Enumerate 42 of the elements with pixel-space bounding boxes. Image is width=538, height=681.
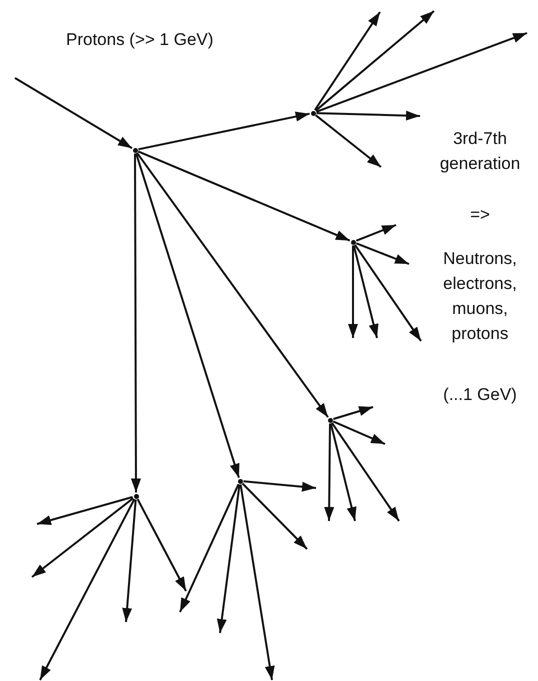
note-text: Neutrons, electrons, muons, protons bbox=[442, 248, 518, 345]
vertex-dot bbox=[350, 240, 356, 244]
vertex-dot bbox=[132, 148, 138, 152]
vertex-dot bbox=[310, 110, 316, 116]
arrow bbox=[138, 112, 310, 150]
arrow bbox=[333, 406, 374, 420]
arrow bbox=[348, 246, 358, 338]
arrow bbox=[36, 496, 133, 525]
arrow bbox=[356, 224, 396, 242]
arrow bbox=[352, 245, 378, 338]
note-text: (...1 GeV) bbox=[442, 384, 518, 406]
note-text: => bbox=[469, 204, 491, 226]
arrow bbox=[316, 32, 528, 113]
arrow bbox=[31, 497, 134, 578]
arrow bbox=[179, 484, 240, 612]
arrow bbox=[331, 422, 400, 522]
arrow bbox=[315, 114, 382, 168]
arrow bbox=[14, 77, 133, 150]
arrow bbox=[122, 499, 137, 622]
note-text: 3rd-7th generation bbox=[438, 128, 522, 175]
vertex-dot bbox=[328, 418, 332, 422]
arrow bbox=[243, 480, 316, 492]
arrow bbox=[136, 152, 329, 418]
arrow bbox=[130, 154, 141, 492]
arrow bbox=[332, 420, 386, 445]
arrow bbox=[356, 242, 410, 265]
arrow bbox=[316, 110, 420, 121]
arrow bbox=[242, 482, 308, 550]
arrow bbox=[138, 150, 350, 242]
arrow bbox=[135, 153, 240, 478]
vertex-dot bbox=[238, 478, 242, 484]
arrow bbox=[330, 423, 356, 522]
vertex-dot bbox=[134, 494, 138, 498]
arrow bbox=[324, 423, 334, 522]
arrow bbox=[136, 498, 187, 592]
arrow bbox=[315, 10, 435, 112]
edge-label: Protons (>> 1 GeV) bbox=[66, 30, 214, 50]
arrow bbox=[216, 484, 240, 634]
arrow bbox=[39, 498, 136, 680]
arrow bbox=[314, 11, 381, 111]
arrow bbox=[240, 484, 275, 680]
arrow bbox=[354, 244, 422, 342]
